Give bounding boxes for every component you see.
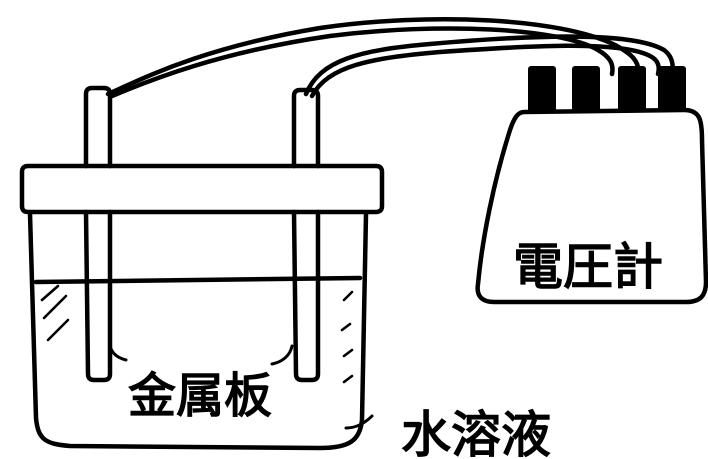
voltmeter-label: 電圧計 — [513, 238, 663, 296]
voltmeter — [475, 66, 708, 305]
plate-right-bottom — [291, 209, 321, 383]
terminal-4 — [658, 66, 686, 112]
metal-plate-right — [291, 87, 321, 383]
terminal-2 — [572, 66, 600, 112]
solution-surface — [33, 275, 363, 285]
terminal-3 — [618, 66, 646, 112]
metal-pointer-right — [270, 344, 294, 366]
lead-wires — [105, 17, 675, 99]
lead-wire-right — [303, 34, 675, 97]
terminal-1 — [528, 66, 556, 112]
plate-left-bottom — [83, 209, 113, 383]
voltmeter-body — [475, 107, 708, 305]
beaker-outline — [27, 211, 369, 451]
plate-left-top — [83, 85, 113, 169]
glass-hatching — [40, 284, 354, 384]
lid-outline — [19, 163, 385, 215]
plate-right-top — [291, 87, 321, 169]
lead-wire-right-inner — [309, 43, 661, 99]
metal-pointer-left — [108, 344, 128, 362]
solution-pointer — [344, 414, 374, 430]
beaker — [27, 211, 369, 451]
metal-plate-label: 金属板 — [127, 368, 272, 424]
solution-label: 水溶液 — [401, 406, 551, 459]
metal-plate-left — [83, 85, 113, 383]
label-pointers — [108, 344, 374, 430]
lid-bar — [19, 163, 385, 215]
lead-wire-left-inner — [109, 26, 615, 99]
